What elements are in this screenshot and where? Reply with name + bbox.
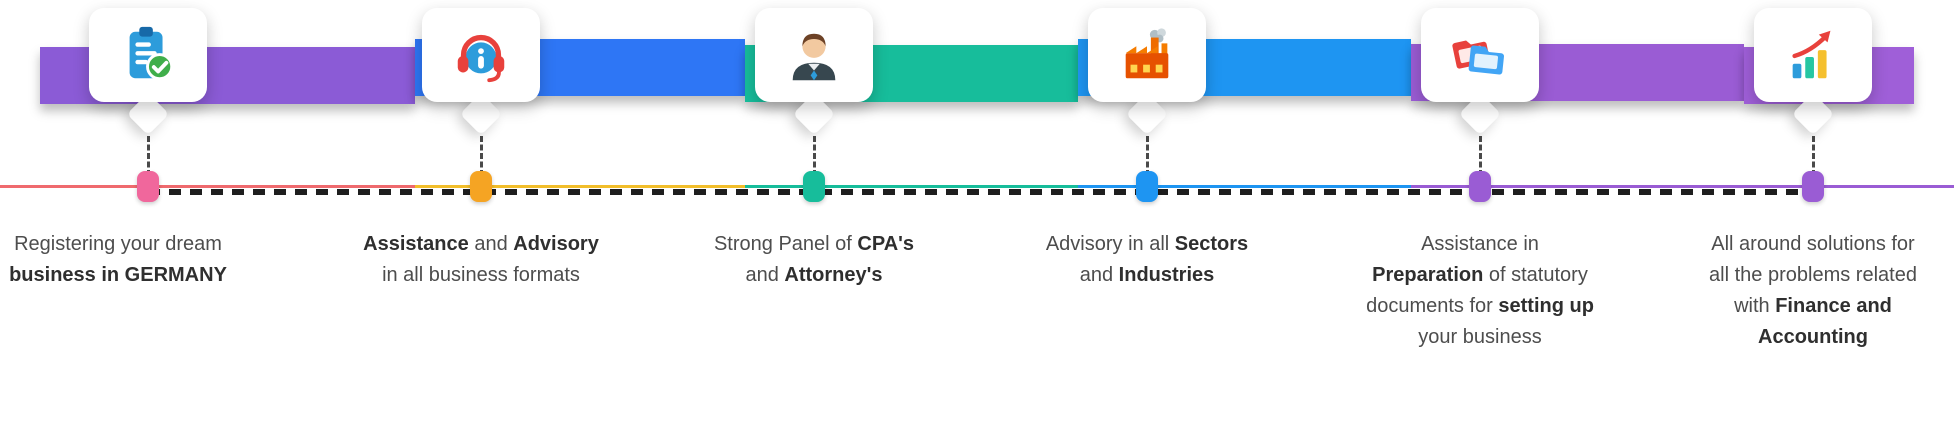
step-5-connector [1479,136,1482,176]
caption-line: with Finance and [1658,291,1954,322]
caption-text: All around solutions for [1711,233,1915,255]
caption-text: and [1079,264,1119,286]
line-segment-4 [1078,185,1411,188]
step-6-connector [1812,136,1815,176]
caption-text: Registering your dream [14,233,222,255]
caption-line: Registering your dream [0,229,273,260]
caption-text: Assistance in [1421,233,1539,255]
caption-text: documents for [1366,295,1499,317]
caption-text: Finance and [1775,295,1892,317]
caption-line: Assistance and Advisory [326,229,636,260]
step-1-marker [137,171,159,202]
growth-chart-icon [1792,30,1831,79]
step-2-card [422,8,540,102]
businessman-icon [792,33,836,81]
caption-line: Assistance in [1325,229,1635,260]
caption-text: Preparation [1372,264,1484,286]
step-3-card [755,8,873,102]
caption-line: and Attorney's [659,260,969,291]
caption-line: business in GERMANY [0,260,273,291]
factory-icon [1125,28,1169,79]
caption-line: your business [1325,322,1635,353]
caption-text: CPA's [857,233,915,255]
caption-text: Attorney's [784,264,883,286]
step-6-marker [1802,171,1824,202]
caption-text: your business [1418,326,1542,348]
caption-text: Industries [1118,264,1215,286]
caption-line: Preparation of statutory [1325,260,1635,291]
step-6-caption: All around solutions for all the problem… [1658,229,1954,353]
step-4-card [1088,8,1206,102]
caption-line: All around solutions for [1658,229,1954,260]
caption-text: and [468,233,514,255]
step-4-marker [1136,171,1158,202]
document-folders-icon [1452,40,1504,75]
clipboard-check-icon [129,26,174,81]
caption-text: Assistance [363,233,469,255]
caption-line: and Industries [992,260,1302,291]
step-2-caption: Assistance and Advisory in all business … [326,229,636,291]
step-6-card [1754,8,1872,102]
line-segment-6 [1744,185,1954,188]
caption-text: Accounting [1758,326,1868,348]
step-1-card [89,8,207,102]
caption-text: business in GERMANY [9,264,227,286]
caption-text: all the problems related [1709,264,1917,286]
step-2-marker [470,171,492,202]
step-4-connector [1146,136,1149,176]
step-5-card [1421,8,1539,102]
caption-line: documents for setting up [1325,291,1635,322]
line-segment-3 [745,185,1078,188]
support-headset-info-icon [457,34,505,83]
caption-line: Advisory in all Sectors [992,229,1302,260]
step-2-connector [480,136,483,176]
step-4-caption: Advisory in all Sectors and Industries [992,229,1302,291]
caption-line: in all business formats [326,260,636,291]
step-3-marker [803,171,825,202]
line-segment-5 [1411,185,1744,188]
step-3-connector [813,136,816,176]
caption-text: of statutory [1483,264,1588,286]
step-5-caption: Assistance in Preparation of statutory d… [1325,229,1635,353]
timeline-dashed-line [148,189,1813,195]
step-5-marker [1469,171,1491,202]
caption-text: setting up [1498,295,1594,317]
caption-line: Strong Panel of CPA's [659,229,969,260]
caption-line: Accounting [1658,322,1954,353]
line-segment-2 [415,185,745,188]
step-1-caption: Registering your dream business in GERMA… [0,229,273,291]
caption-text: Advisory [513,233,599,255]
caption-text: and [745,264,785,286]
caption-text: with [1734,295,1776,317]
line-segment-1 [0,185,415,188]
step-3-caption: Strong Panel of CPA's and Attorney's [659,229,969,291]
caption-text: Advisory in all [1045,233,1175,255]
caption-text: in all business formats [382,264,580,286]
caption-text: Strong Panel of [713,233,858,255]
step-1-connector [147,136,150,176]
caption-text: Sectors [1174,233,1249,255]
caption-line: all the problems related [1658,260,1954,291]
